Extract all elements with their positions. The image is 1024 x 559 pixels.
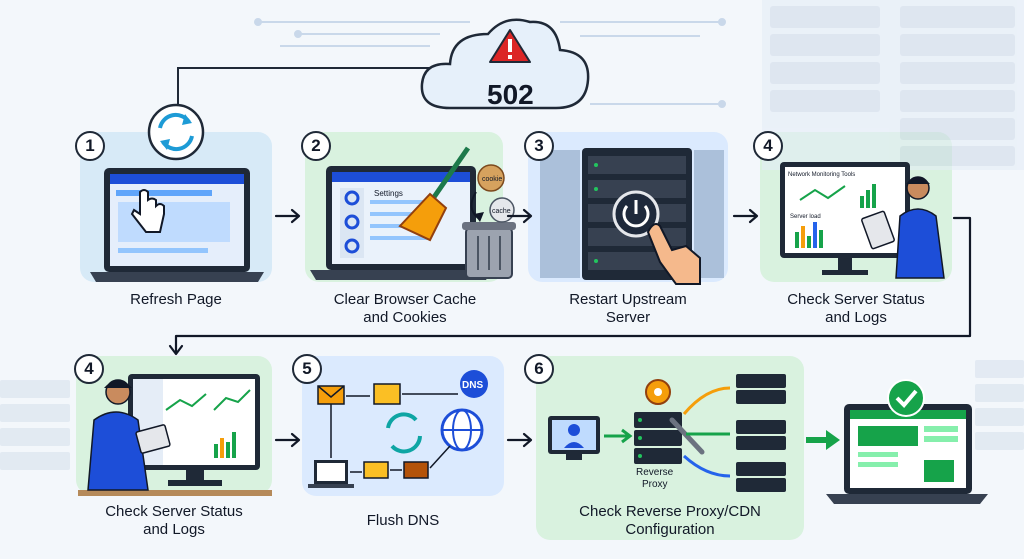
step6-label-line2: Configuration xyxy=(625,521,715,538)
step3-server-illustration xyxy=(540,148,724,285)
step6-reverse-proxy-illustration xyxy=(548,374,786,492)
step5-label-line1: Flush DNS xyxy=(366,512,440,529)
person-icon xyxy=(87,379,171,491)
wrench-icon xyxy=(669,417,705,455)
reverse-proxy-text-line1: Reverse xyxy=(636,467,674,478)
cloud-connector-line xyxy=(177,67,440,112)
flow-arrows xyxy=(168,208,972,448)
cookie-icon xyxy=(477,164,505,192)
dns-globe-icon xyxy=(440,370,488,452)
step1-label: Refresh Page xyxy=(90,291,262,309)
step1-label-line1: Refresh Page xyxy=(130,291,222,308)
user-monitor-icon xyxy=(548,416,600,460)
email-icon xyxy=(317,385,345,405)
success-laptop-illustration xyxy=(826,379,988,504)
pointing-hand-icon xyxy=(646,223,701,285)
envelope-icon xyxy=(403,461,429,479)
step4-bottom-label-line2: and Logs xyxy=(143,521,205,538)
warning-icon xyxy=(489,29,531,63)
broom-icon xyxy=(398,146,471,242)
step4-top-label-line1: Check Server Status xyxy=(787,291,925,308)
person-icon xyxy=(861,176,945,279)
step4-bottom-illustration xyxy=(78,374,272,496)
step4-bottom-label-line1: Check Server Status xyxy=(105,503,243,520)
error-code-text: 502 xyxy=(487,79,534,110)
refresh-icon xyxy=(386,412,422,454)
laptop-icon xyxy=(308,460,354,488)
step5-label: Flush DNS xyxy=(302,512,504,530)
step4-number-top: 4 xyxy=(753,131,783,161)
step4-label-bottom: Check Server Status and Logs xyxy=(72,503,276,539)
hand-cursor-icon xyxy=(130,189,165,233)
step2-label-line1: Clear Browser Cache xyxy=(333,291,477,308)
step2-label: Clear Browser Cache and Cookies xyxy=(300,291,510,327)
step1-number: 1 xyxy=(75,131,105,161)
step1-laptop-illustration xyxy=(90,168,264,282)
refresh-icon xyxy=(147,103,205,161)
trash-can-icon xyxy=(462,222,516,279)
success-arrow xyxy=(806,430,840,450)
step3-label: Restart Upstream Server xyxy=(530,291,726,327)
gear-icon xyxy=(344,190,360,254)
power-button-icon xyxy=(612,190,660,238)
server-load-text: Server load xyxy=(790,214,821,220)
step6-label-line1: Check Reverse Proxy/CDN xyxy=(579,503,761,520)
step5-number: 5 xyxy=(292,354,322,384)
cache-text: cache xyxy=(492,208,511,215)
step3-label-line1: Restart Upstream xyxy=(569,291,687,308)
gear-icon xyxy=(645,379,671,405)
step3-label-line2: Server xyxy=(605,309,651,326)
cookie-text: cookie xyxy=(482,176,502,183)
step6-number: 6 xyxy=(524,354,554,384)
circuit-lines xyxy=(254,18,726,108)
background-server-racks-lower xyxy=(0,360,1024,470)
step4-top-illustration xyxy=(780,162,945,279)
step4-number-bottom: 4 xyxy=(74,354,104,384)
step3-number: 3 xyxy=(524,131,554,161)
step2-number: 2 xyxy=(301,131,331,161)
step5-dns-illustration xyxy=(308,370,488,488)
dns-text: DNS xyxy=(462,380,483,391)
error-cloud xyxy=(420,18,590,110)
proxy-server-icon xyxy=(634,412,682,464)
folder-icon xyxy=(373,383,401,405)
step2-label-line2: and Cookies xyxy=(363,309,447,326)
step6-label: Check Reverse Proxy/CDN Configuration xyxy=(536,503,804,539)
settings-text: Settings xyxy=(374,189,403,198)
backend-server-icon xyxy=(736,374,786,492)
monitoring-title-text: Network Monitoring Tools xyxy=(788,172,855,178)
step2-illustration xyxy=(310,146,516,280)
step4-top-label-line2: and Logs xyxy=(825,309,887,326)
envelope-icon xyxy=(363,461,389,479)
background-server-racks xyxy=(762,0,1024,170)
reverse-proxy-text-line2: Proxy xyxy=(642,479,668,490)
checkmark-icon xyxy=(887,379,925,417)
step4-label-top: Check Server Status and Logs xyxy=(758,291,954,327)
